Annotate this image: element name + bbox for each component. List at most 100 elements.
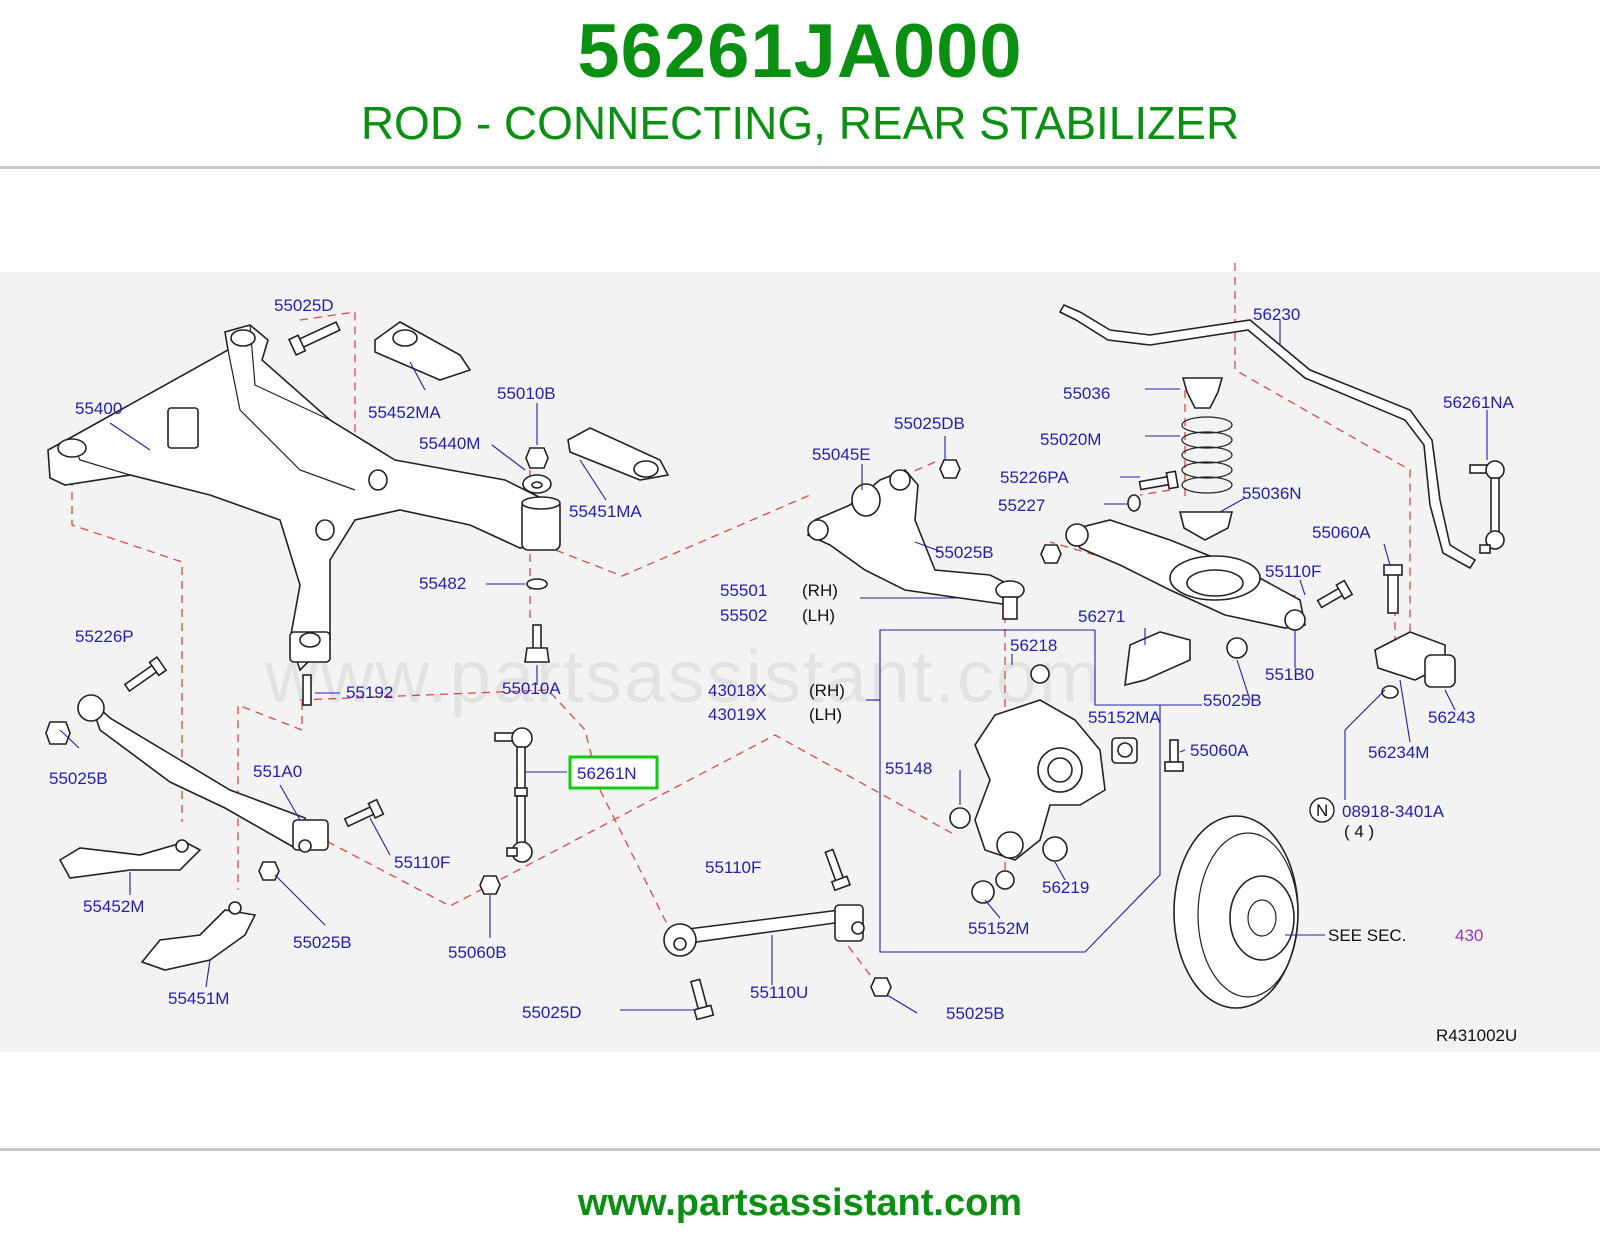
- label-55036: 55036: [1063, 384, 1110, 403]
- label-55025db: 55025DB: [894, 414, 965, 433]
- nut-55025b-left-illustration: [45, 721, 71, 745]
- label-55482: 55482: [419, 574, 466, 593]
- bolt-55025d-bottom-illustration: [689, 978, 715, 1021]
- suspension-member-illustration: [47, 324, 562, 672]
- washer-55227-illustration: [1127, 494, 1141, 512]
- label-56219: 56219: [1042, 878, 1089, 897]
- label-55110u: 55110U: [750, 983, 808, 1002]
- coil-spring-illustration: [1181, 416, 1233, 494]
- link-section-430[interactable]: 430: [1455, 926, 1483, 945]
- bushing-stack-illustration: [522, 447, 552, 663]
- nut-55025db-illustration: [939, 459, 961, 479]
- label-55152ma: 55152MA: [1088, 708, 1161, 727]
- label-55025b-left: 55025B: [49, 769, 108, 788]
- nut-55025b-bottom-illustration: [870, 977, 892, 997]
- label-55110f-mid: 55110F: [705, 858, 761, 877]
- label-rh-43018x: (RH): [809, 681, 845, 700]
- label-55025b-right: 55025B: [1203, 691, 1262, 710]
- label-lh-55502: (LH): [802, 606, 835, 625]
- label-55502: 55502: [720, 606, 767, 625]
- bolt-55110f-mid-illustration: [824, 848, 851, 892]
- bracket-56271-illustration: [1124, 631, 1191, 687]
- brake-rotor-illustration: [1173, 815, 1299, 1009]
- label-55148: 55148: [885, 759, 932, 778]
- stabilizer-bar-illustration: [1058, 303, 1477, 570]
- label-55110f-left: 55110F: [394, 853, 450, 872]
- label-55110f-right: 55110F: [1265, 562, 1321, 581]
- label-56271: 56271: [1078, 607, 1125, 626]
- n-symbol-circle: [1309, 797, 1335, 823]
- bolt-55110f-left-illustration: [343, 798, 385, 828]
- spring-seat-55036n-illustration: [1178, 511, 1234, 541]
- label-56261na: 56261NA: [1443, 393, 1515, 412]
- label-55226p: 55226P: [75, 627, 134, 646]
- bracket-55451m-hole: [228, 901, 242, 915]
- label-leader-lines: [59, 320, 1488, 1014]
- label-55440m: 55440M: [419, 434, 480, 453]
- label-56234m: 56234M: [1368, 743, 1429, 762]
- footer-divider: [0, 1148, 1600, 1151]
- knuckle-illustration: [949, 664, 1138, 904]
- bolt-55060a-right-illustration: [1383, 564, 1403, 614]
- label-55227: 55227: [998, 496, 1045, 515]
- lower-link-55110u-illustration: [663, 904, 865, 957]
- label-55025b-bottom: 55025B: [946, 1004, 1005, 1023]
- label-55400: 55400: [75, 399, 122, 418]
- footer-website-link[interactable]: www.partsassistant.com: [577, 1182, 1023, 1224]
- label-55025d-top: 55025D: [274, 296, 334, 315]
- highlight-box-56261n: [568, 755, 659, 790]
- parts-diagram: www.partsassistant.com: [0, 263, 1600, 1052]
- connecting-rod-56261n-illustration: [494, 727, 533, 863]
- label-55060a-mid: 55060A: [1190, 741, 1249, 760]
- watermark-text: www.partsassistant.com: [264, 635, 1103, 718]
- nut-55025b-right-illustration: [1226, 637, 1248, 659]
- label-rh-55501: (RH): [802, 581, 838, 600]
- nut-left-lower-arm-illustration: [1040, 544, 1062, 564]
- label-55010b: 55010B: [497, 384, 556, 403]
- lateral-link-551a0-illustration: [77, 694, 329, 853]
- lower-arm-illustration: [1065, 519, 1306, 631]
- label-55152m: 55152M: [968, 919, 1029, 938]
- spring-seat-55036-illustration: [1181, 377, 1224, 409]
- part-description: ROD - CONNECTING, REAR STABILIZER: [360, 97, 1240, 149]
- label-55451ma: 55451MA: [569, 502, 642, 521]
- label-55020m: 55020M: [1040, 430, 1101, 449]
- label-n-symbol: N: [1316, 801, 1328, 820]
- label-55025b-arm: 55025B: [935, 543, 994, 562]
- bolt-55025d-top-illustration: [287, 320, 341, 356]
- label-55452ma: 55452MA: [368, 403, 441, 422]
- bushing-56243-illustration: [1424, 654, 1456, 688]
- nut-55060b-illustration: [479, 875, 501, 895]
- bracket-55452m-illustration: [58, 841, 202, 879]
- label-figure-code: R431002U: [1436, 1026, 1517, 1045]
- label-see-sec: SEE SEC.: [1328, 926, 1406, 945]
- nut-56234m-illustration: [1381, 685, 1399, 699]
- nut-55025b-low-illustration: [258, 861, 280, 881]
- label-08918-3401a: 08918-3401A: [1342, 802, 1445, 821]
- bracket-55452m-hole: [175, 839, 189, 853]
- label-55045e: 55045E: [812, 445, 871, 464]
- bolt-55110f-right-illustration: [1316, 579, 1354, 609]
- part-number-title: 56261JA000: [577, 9, 1023, 94]
- label-56243: 56243: [1428, 708, 1475, 727]
- plate-55451ma-hole: [633, 460, 659, 478]
- bracket-55451m-illustration: [140, 909, 257, 971]
- label-55010a: 55010A: [502, 679, 561, 698]
- upper-arm-illustration: [806, 469, 1025, 620]
- label-55060a-right: 55060A: [1312, 523, 1371, 542]
- header-divider: [0, 166, 1600, 169]
- label-55025b-low: 55025B: [293, 933, 352, 952]
- connecting-rod-56261na-illustration: [1469, 460, 1505, 554]
- part-labels: 55025D 55400 55452MA 55010B 55440M 55451…: [49, 296, 1517, 1045]
- label-43019x: 43019X: [708, 705, 767, 724]
- label-56261n: 56261N: [577, 764, 637, 783]
- label-56230: 56230: [1253, 305, 1300, 324]
- label-lh-43019x: (LH): [809, 705, 842, 724]
- bolt-55060a-mid-illustration: [1164, 739, 1184, 772]
- label-55060b: 55060B: [448, 943, 507, 962]
- label-55451m: 55451M: [168, 989, 229, 1008]
- label-55192: 55192: [346, 683, 393, 702]
- label-551a0: 551A0: [253, 762, 302, 781]
- label-56218: 56218: [1010, 636, 1057, 655]
- label-qty-4: ( 4 ): [1344, 822, 1374, 841]
